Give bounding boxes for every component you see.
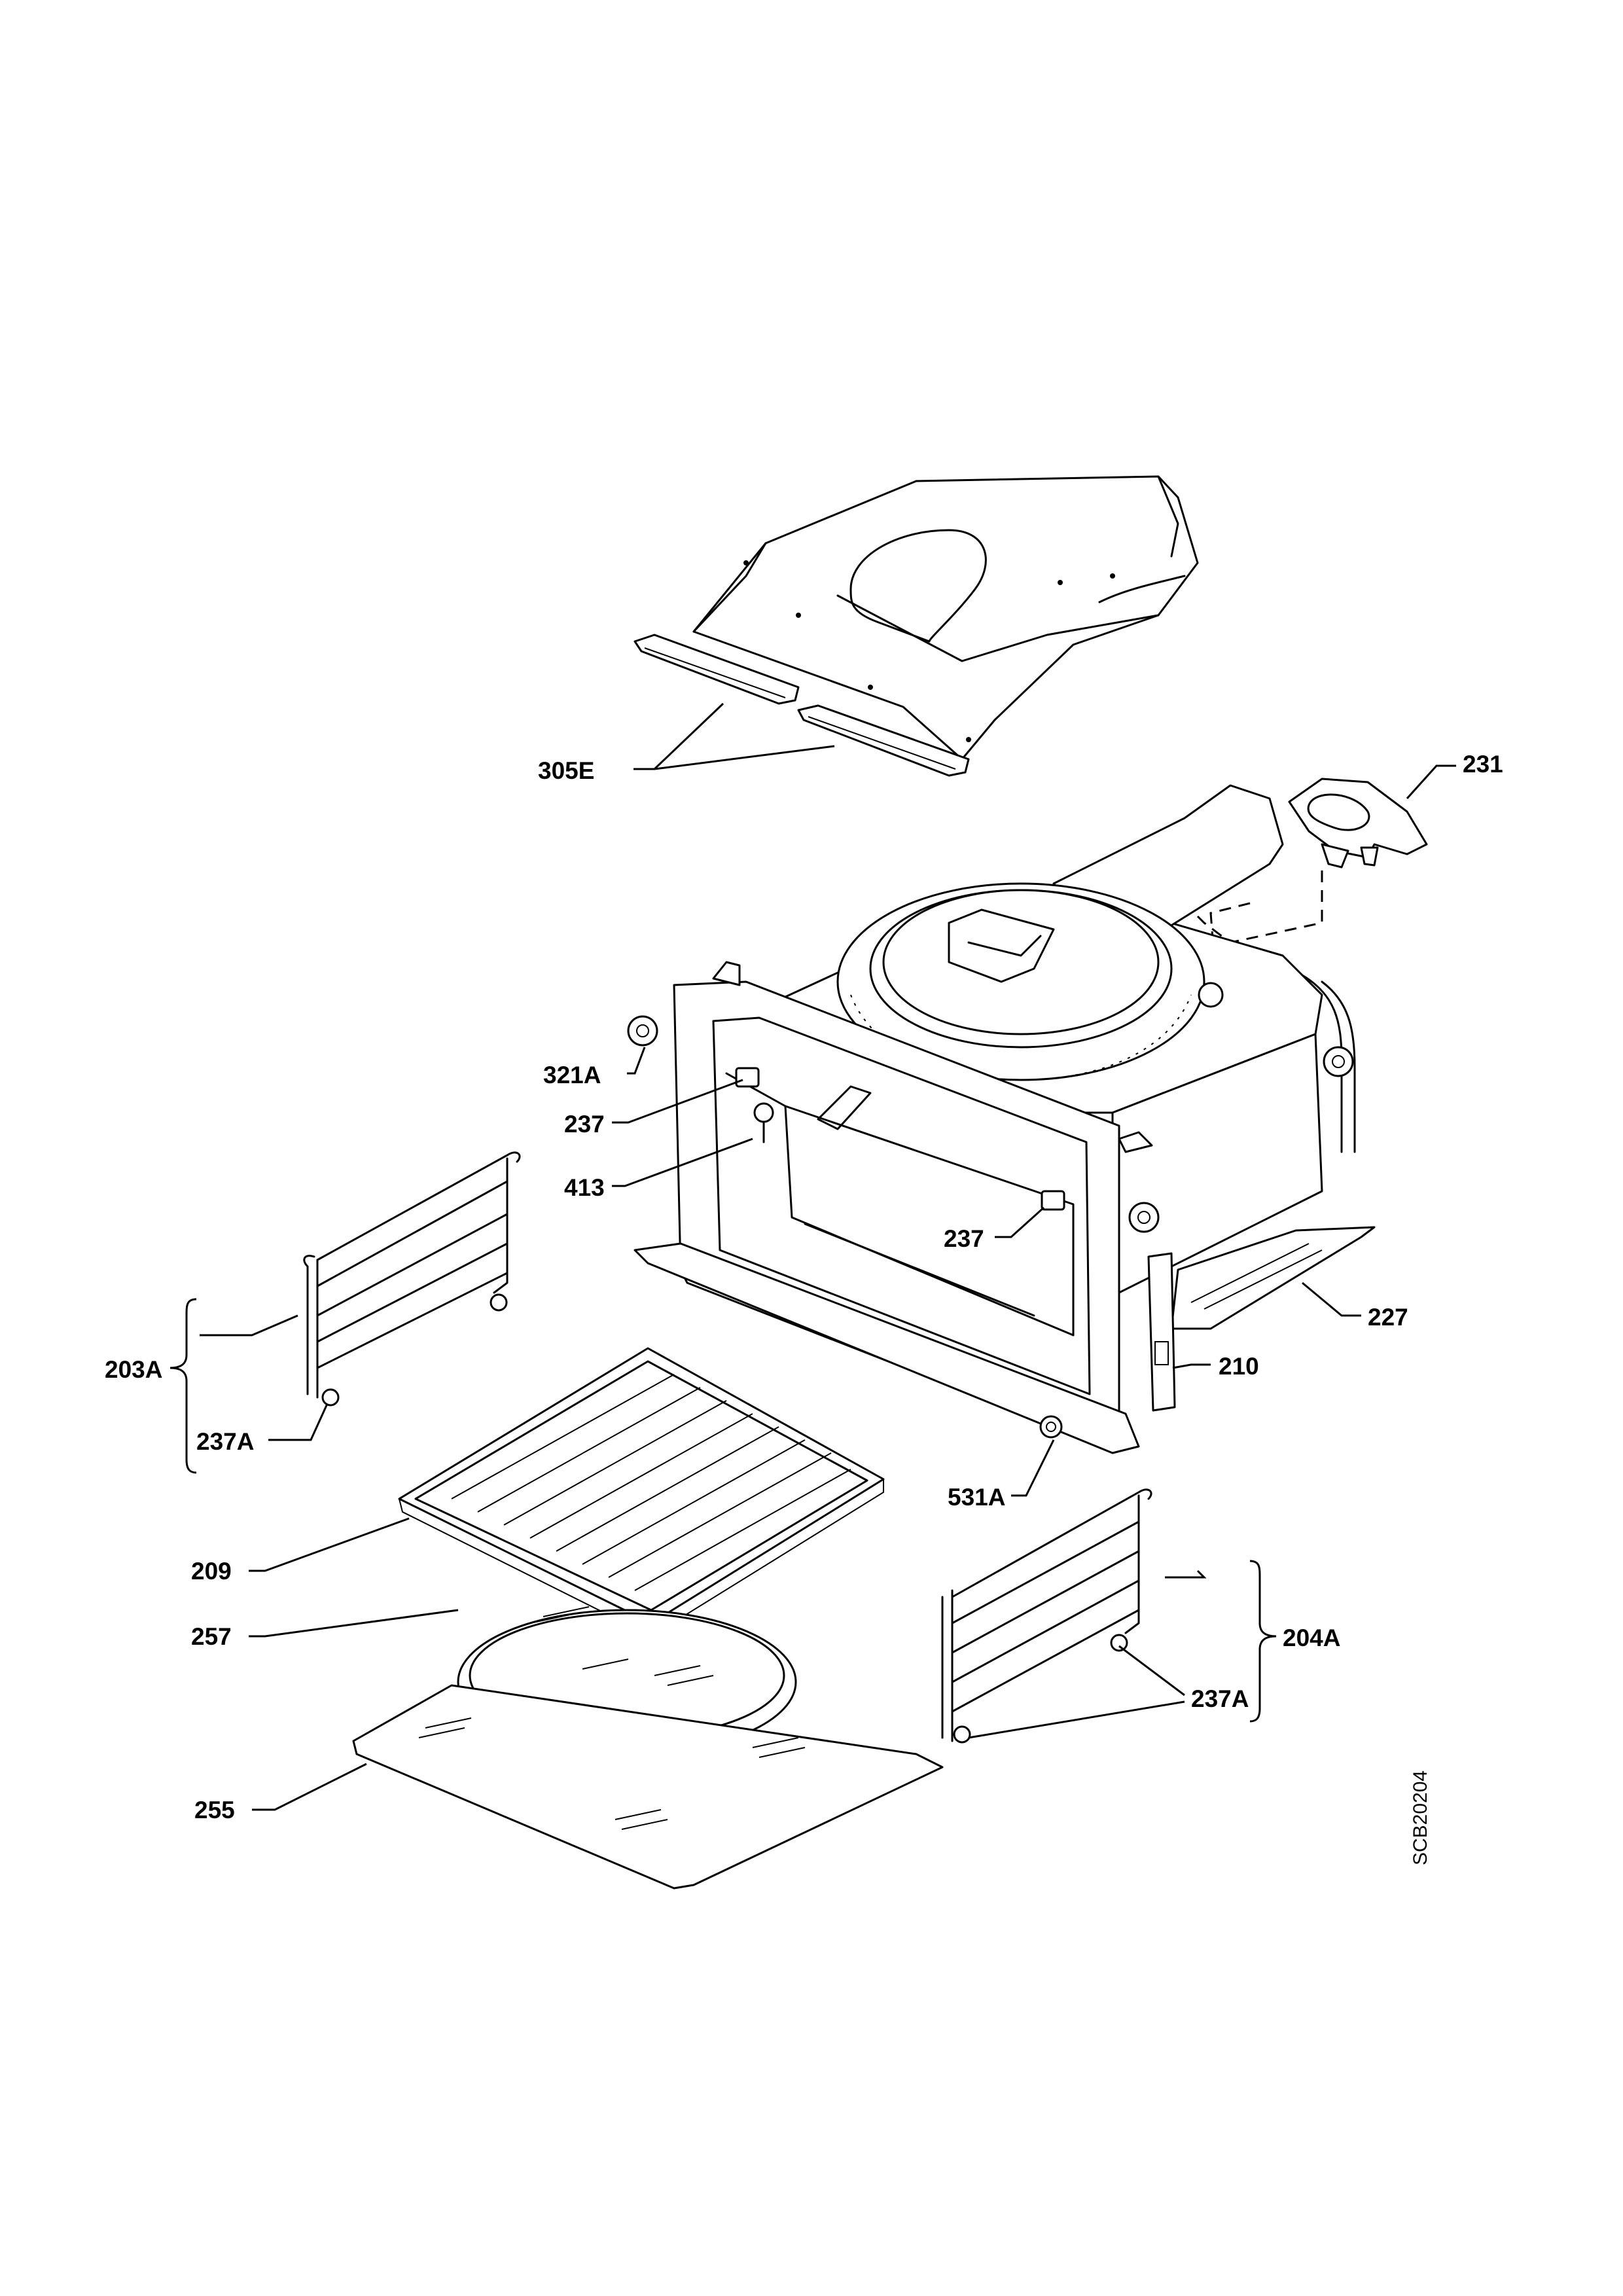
right-shelf-support-part — [941, 1488, 1152, 1744]
callout-237-lower: 237 — [944, 1225, 984, 1252]
callout-227: 227 — [1368, 1304, 1408, 1331]
callout-203A: 203A — [105, 1356, 162, 1383]
callout-209: 209 — [191, 1558, 232, 1585]
callout-204A: 204A — [1283, 1624, 1340, 1651]
callout-255: 255 — [194, 1797, 235, 1823]
callout-210: 210 — [1219, 1353, 1259, 1380]
callout-231: 231 — [1463, 751, 1503, 778]
callout-305E: 305E — [538, 757, 594, 784]
drawing-code: SCB20204 — [1410, 1770, 1431, 1865]
oven-cavity-part — [633, 784, 1356, 1454]
leader-lines — [169, 702, 1456, 1811]
callout-237A-left: 237A — [196, 1428, 254, 1455]
screw-part — [1039, 1415, 1063, 1439]
air-duct-part — [1288, 778, 1428, 869]
hinge-strip-part — [1147, 1252, 1176, 1412]
top-cover-part — [692, 475, 1199, 761]
cover-rail-left — [633, 634, 800, 705]
callout-257: 257 — [191, 1623, 232, 1650]
pin-part — [753, 1102, 774, 1143]
washer-part-right — [1323, 1046, 1354, 1077]
callout-237A-right: 237A — [1191, 1685, 1249, 1712]
glass-plate-part — [352, 1684, 944, 1890]
washer-part-side — [1128, 1202, 1160, 1233]
washer-part-left — [627, 1015, 658, 1047]
catch-part-upper — [735, 1067, 760, 1088]
grill-rack-part — [398, 1347, 885, 1638]
callout-237-upper: 237 — [564, 1111, 605, 1138]
catch-part-lower — [1041, 1190, 1065, 1211]
left-shelf-support-part — [303, 1151, 521, 1407]
callout-413: 413 — [564, 1174, 605, 1201]
cover-rail-right — [797, 704, 970, 777]
callout-321A: 321A — [543, 1062, 601, 1088]
callout-531A: 531A — [948, 1484, 1005, 1511]
